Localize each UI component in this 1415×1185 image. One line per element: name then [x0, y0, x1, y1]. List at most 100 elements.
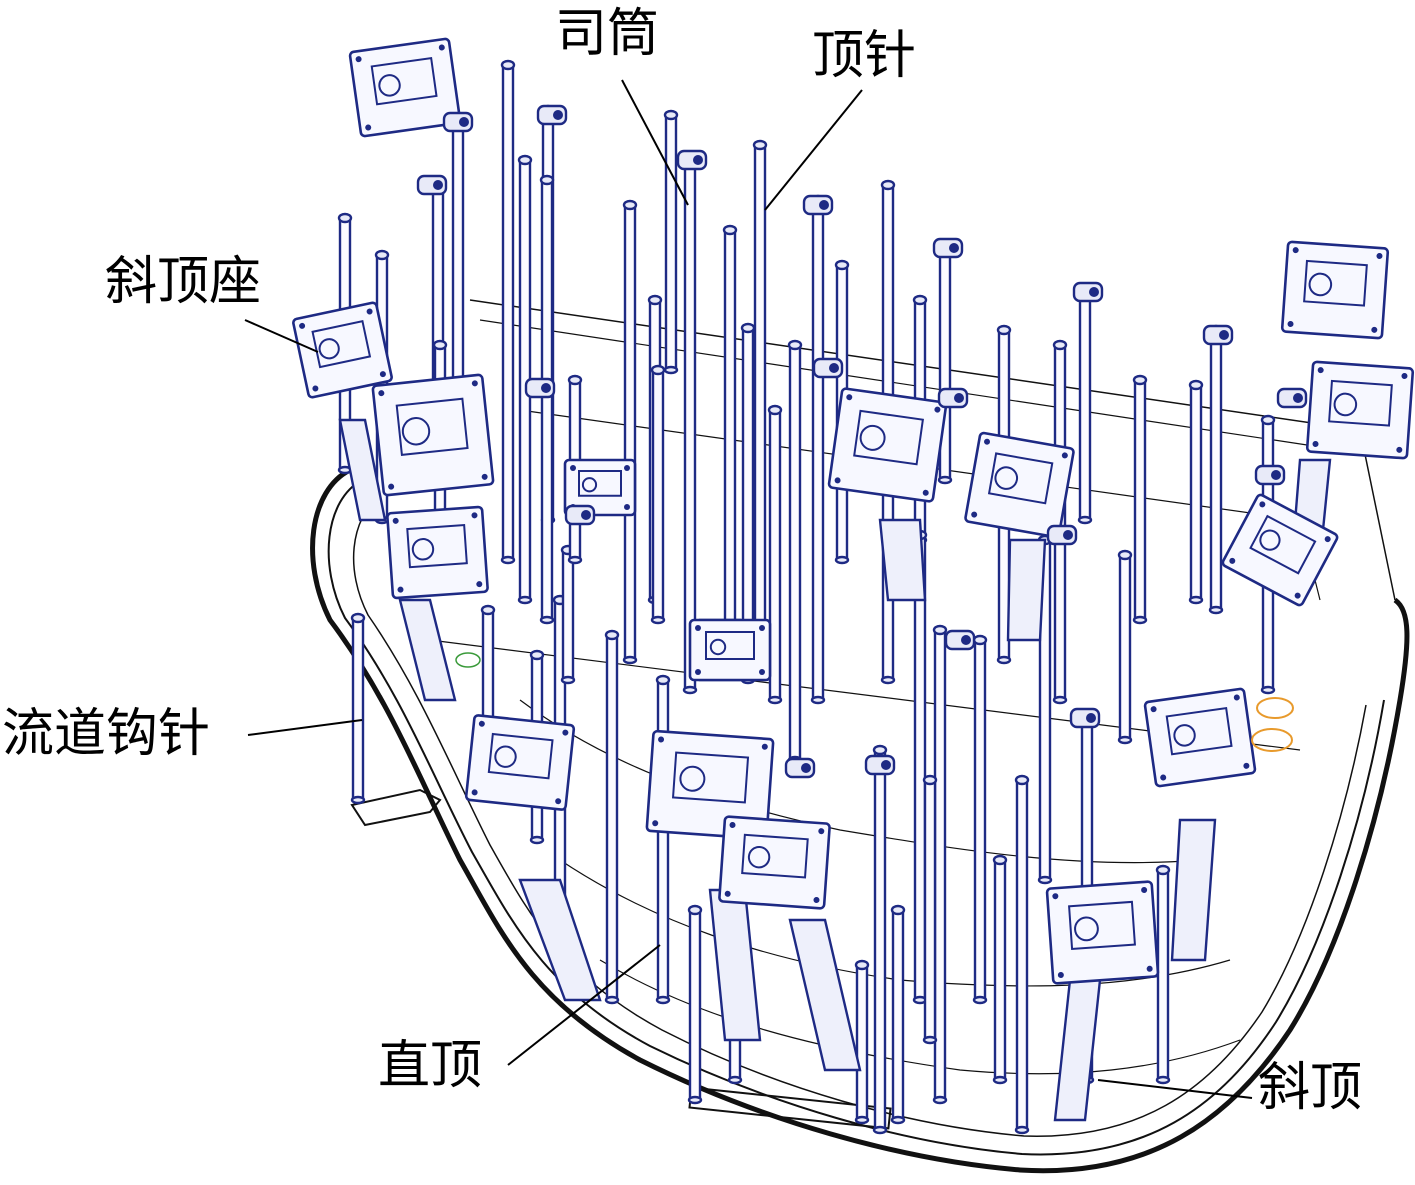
seat-screw — [555, 798, 562, 805]
label-straight-lifter: 直顶 — [378, 1036, 483, 1096]
pin-foot — [1014, 1125, 1030, 1135]
ejector-pin — [854, 959, 870, 1125]
seat-screw — [299, 322, 306, 329]
seat-screw — [388, 483, 395, 490]
label-runner-puller: 流道钩针 — [2, 704, 211, 764]
pin-head — [500, 59, 516, 71]
sleeve-cap — [1202, 324, 1234, 346]
lifter-seat-block — [1221, 493, 1339, 607]
cap-hole — [1219, 330, 1229, 340]
cap-hole — [829, 363, 839, 373]
seat-screw — [1233, 694, 1240, 701]
pin-head — [767, 404, 783, 416]
pin-shaft — [891, 908, 905, 1122]
lifter-seat-block — [1305, 360, 1415, 460]
pin-shaft — [788, 343, 802, 762]
ejector-pin — [872, 744, 888, 1135]
label-angled-lifter: 斜顶 — [1258, 1058, 1363, 1118]
seat-bore — [994, 466, 1019, 490]
pin-foot — [1260, 685, 1276, 695]
seat-body — [386, 505, 489, 600]
pin-head — [752, 139, 768, 151]
seat-screw — [1287, 320, 1294, 327]
pin-foot — [500, 555, 516, 565]
ejector-pin — [992, 854, 1008, 1085]
seat-pocket — [311, 320, 372, 369]
leader-lifter-seat — [244, 319, 319, 353]
seat-screw — [1371, 326, 1378, 333]
pin-head — [854, 959, 870, 971]
cap-hole — [1293, 393, 1303, 403]
sleeve-cap — [812, 357, 844, 379]
sleeve-cap — [784, 757, 816, 779]
lifter-seat-block — [371, 373, 495, 497]
lifter-seat-block — [1143, 687, 1257, 788]
pin-foot — [890, 1115, 906, 1125]
lifter-seats — [292, 37, 1415, 985]
lifter-seat-block — [827, 387, 948, 503]
seat-bore — [1333, 392, 1358, 417]
pin-shaft — [753, 143, 767, 642]
pin-foot — [1188, 595, 1204, 605]
seat-screw — [818, 828, 825, 835]
pin-head — [1188, 379, 1204, 391]
pin-foot — [834, 555, 850, 565]
label-sleeve: 司筒 — [555, 4, 660, 64]
seat-screw — [1259, 501, 1266, 508]
ejector-pin — [922, 774, 938, 1045]
cap-hole — [801, 763, 811, 773]
pin-foot — [567, 555, 583, 565]
seat-body — [964, 431, 1075, 539]
pin-shaft — [1209, 328, 1223, 612]
seat-screw — [476, 581, 483, 588]
pin-foot — [560, 675, 576, 685]
seat-body — [1280, 240, 1390, 340]
seat-pocket — [1068, 900, 1136, 950]
lifter-seat-block — [292, 301, 393, 399]
pin-foot — [932, 1095, 948, 1105]
pin-head — [622, 199, 638, 211]
seat-screw — [759, 669, 765, 675]
lifter-seat-block — [563, 458, 637, 517]
lifter-seat-block — [386, 505, 489, 600]
lifter-seat-block — [688, 618, 772, 682]
sleeve-cap — [944, 629, 976, 651]
seat-screw — [846, 394, 853, 401]
seat-screw — [624, 504, 630, 510]
sleeve-cap — [937, 387, 969, 409]
seat-screw — [759, 625, 765, 631]
pin-head — [932, 624, 948, 636]
pin-foot — [655, 995, 671, 1005]
leader-sleeve — [621, 79, 689, 206]
sleeve-cap — [524, 377, 556, 399]
seat-screw — [355, 56, 362, 63]
leader-ejector-pin — [764, 89, 863, 211]
sleeve-cap — [676, 149, 708, 171]
ejector-pin — [682, 154, 698, 695]
ejector-pin — [500, 59, 516, 565]
sleeve-cap — [1072, 281, 1104, 303]
ejector-pin — [1208, 324, 1224, 615]
seat-screw — [729, 821, 736, 828]
lifter-seat-block — [645, 729, 775, 841]
cap-hole — [1089, 287, 1099, 297]
leader-straight-lifter — [507, 944, 661, 1066]
lifter-seat-block — [964, 431, 1075, 539]
seat-pocket — [1249, 514, 1317, 575]
cap-hole — [1086, 713, 1096, 723]
pin-head — [337, 212, 353, 224]
pin-foot — [872, 1125, 888, 1135]
pin-foot — [972, 995, 988, 1005]
seat-screw — [366, 308, 373, 315]
sleeve-cap — [1046, 524, 1078, 546]
sleeve-caps — [416, 104, 1308, 779]
pin-shaft — [1118, 553, 1132, 742]
seat-bore — [1173, 724, 1196, 747]
ejector-pin — [1188, 379, 1204, 605]
pin-head — [1260, 414, 1276, 426]
seat-screw — [695, 669, 701, 675]
cap-hole — [693, 155, 703, 165]
seat-screw — [922, 489, 929, 496]
seat-screw — [365, 124, 372, 131]
